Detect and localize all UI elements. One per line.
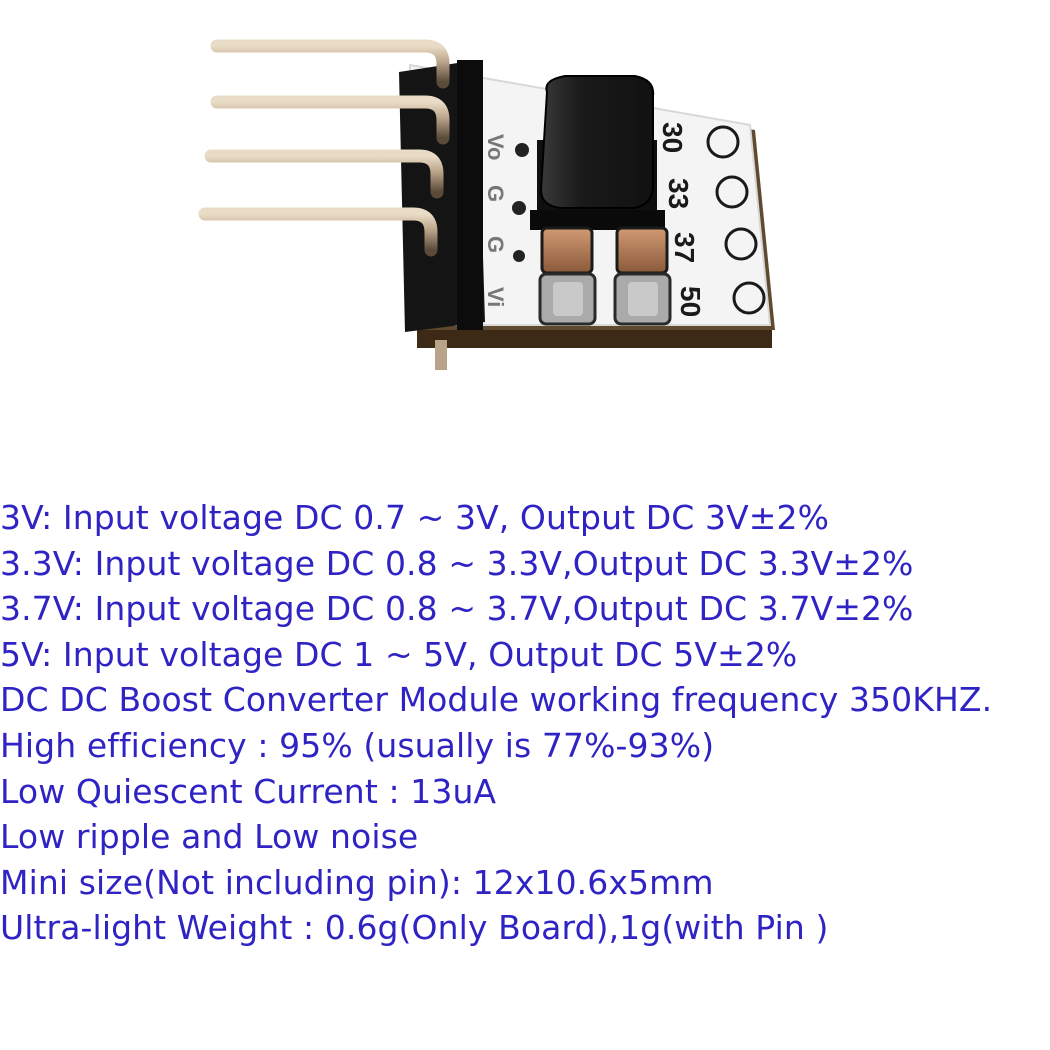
header-pins — [198, 39, 450, 370]
pin-label-vo: Vo — [483, 134, 508, 160]
spec-weight: Ultra-light Weight : 0.6g(Only Board),1g… — [0, 908, 829, 948]
via-dots — [512, 143, 529, 262]
spec-3-3v: 3.3V: Input voltage DC 0.8 ~ 3.3V,Output… — [0, 543, 914, 583]
spec-quiescent-current: Low Quiescent Current : 13uA — [0, 771, 497, 811]
capacitors — [538, 226, 672, 326]
product-photo: Vo G G Vi 30 33 37 50 — [198, 39, 775, 370]
pcb-edge — [417, 330, 772, 348]
pin-label-g2: G — [483, 236, 508, 253]
pin-silkscreen: Vo G G Vi — [483, 134, 508, 307]
spec-size: Mini size(Not including pin): 12x10.6x5m… — [0, 862, 714, 902]
spec-ripple-noise: Low ripple and Low noise — [0, 817, 419, 857]
voltage-mark-50: 50 — [675, 286, 706, 317]
pin-label-g1: G — [483, 185, 508, 202]
voltage-mark-33: 33 — [663, 178, 694, 209]
jumper-pads — [706, 125, 766, 315]
pin-label-vi: Vi — [483, 287, 508, 307]
voltage-mark-37: 37 — [669, 232, 700, 263]
spec-list: 3V: Input voltage DC 0.7 ~ 3V, Output DC… — [0, 495, 992, 951]
spec-3-7v: 3.7V: Input voltage DC 0.8 ~ 3.7V,Output… — [0, 589, 914, 629]
voltage-mark-30: 30 — [657, 122, 688, 153]
spec-5v: 5V: Input voltage DC 1 ~ 5V, Output DC 5… — [0, 634, 798, 674]
inductor — [530, 75, 665, 230]
spec-3v: 3V: Input voltage DC 0.7 ~ 3V, Output DC… — [0, 498, 830, 537]
spec-efficiency: High efficiency : 95% (usually is 77%-93… — [0, 725, 715, 765]
voltage-marks: 30 33 37 50 — [657, 122, 706, 317]
spec-frequency: DC DC Boost Converter Module working fre… — [0, 680, 993, 720]
